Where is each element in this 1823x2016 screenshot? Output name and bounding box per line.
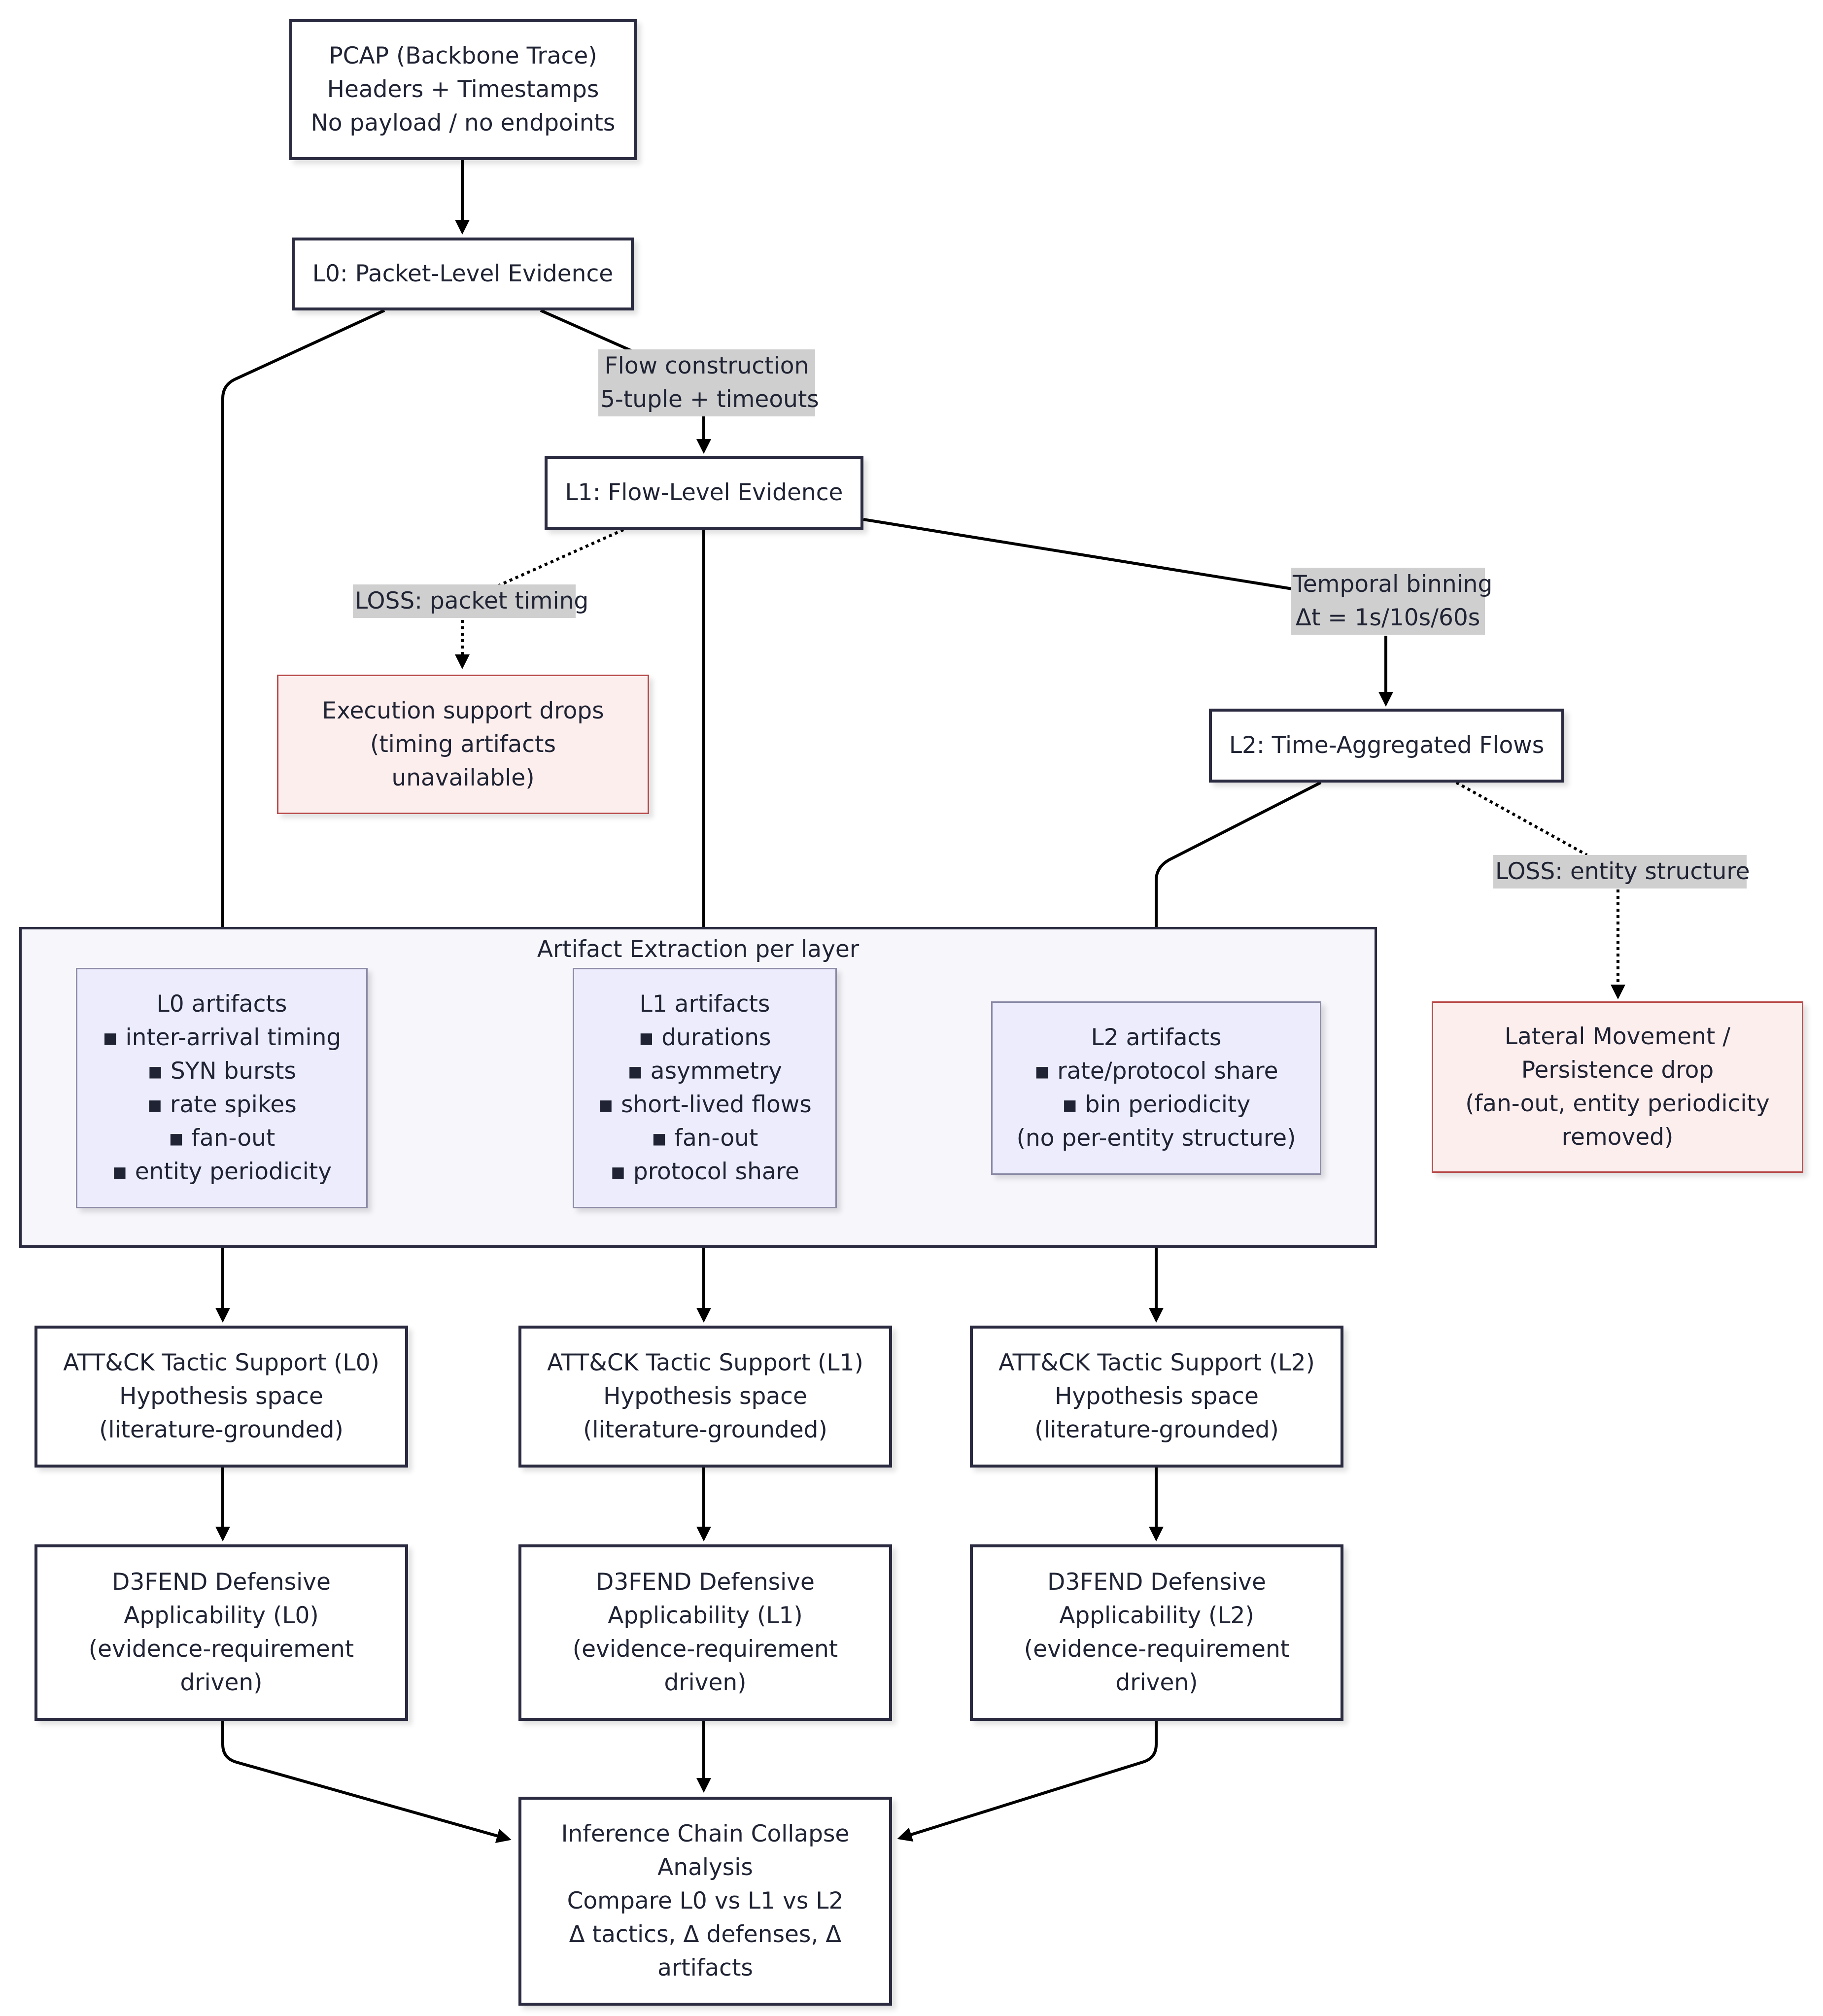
text-line: Temporal binning [1293, 571, 1493, 598]
l0-artifacts-node: L0 artifacts ▪ inter-arrival timing ▪ SYN … [76, 968, 368, 1208]
edge-d3fend-l0-collapse [221, 1721, 512, 1843]
text-line: D3FEND Defensive [596, 1569, 815, 1596]
pcap-node: PCAP (Backbone Trace) Headers + Timestamp… [289, 19, 637, 160]
l1-flow-level-node: L1: Flow-Level Evidence [545, 456, 863, 530]
text-line: ATT&CK Tactic Support (L1) [547, 1349, 863, 1376]
edge-label-flow-construction: Flow construction 5-tuple + timeouts [598, 349, 819, 416]
edge-l2-l2artifacts [1149, 781, 1322, 999]
l2-time-aggregated-node: L2: Time-Aggregated Flows [1209, 709, 1564, 783]
text-line: ▪ durations [638, 1024, 771, 1051]
text-line: (literature-grounded) [99, 1416, 344, 1443]
text-line: (literature-grounded) [583, 1416, 827, 1443]
edge-label-temporal-binning: Temporal binning Δt = 1s/10s/60s [1291, 568, 1493, 635]
text-line: (evidence-requirement [572, 1636, 838, 1663]
text-line: (timing artifacts [370, 730, 556, 758]
text-line: ▪ fan-out [651, 1125, 758, 1152]
text-line: Hypothesis space [119, 1383, 323, 1410]
text-line: driven) [180, 1669, 263, 1696]
text-line: ▪ protocol share [610, 1158, 799, 1185]
text-line: ATT&CK Tactic Support (L0) [63, 1349, 379, 1376]
cluster-title: Artifact Extraction per layer [537, 936, 860, 963]
text-line: (literature-grounded) [1034, 1416, 1279, 1443]
text-line: Applicability (L0) [124, 1602, 319, 1629]
text-line: No payload / no endpoints [310, 109, 616, 137]
text-line: Hypothesis space [603, 1383, 807, 1410]
text-line: 5-tuple + timeouts [600, 386, 819, 413]
text-line: D3FEND Defensive [112, 1569, 331, 1596]
text-line: (evidence-requirement [88, 1636, 354, 1663]
text-line: L2 artifacts [1091, 1024, 1222, 1051]
text-line: Compare L0 vs L1 vs L2 [567, 1887, 844, 1914]
text-line: removed) [1561, 1124, 1674, 1151]
text-line: ▪ short-lived flows [598, 1091, 812, 1118]
text-line: L1 artifacts [639, 991, 770, 1018]
text-line: Applicability (L1) [608, 1602, 803, 1629]
text-line: (no per-entity structure) [1016, 1125, 1296, 1152]
text-line: L2: Time-Aggregated Flows [1229, 732, 1545, 759]
text-line: ▪ rate/protocol share [1034, 1058, 1278, 1085]
text-line: Lateral Movement / [1504, 1023, 1731, 1050]
text-line: ▪ bin periodicity [1062, 1091, 1251, 1118]
text-line: Δt = 1s/10s/60s [1295, 604, 1480, 631]
text-line: Execution support drops [322, 697, 604, 724]
text-line: ▪ asymmetry [627, 1058, 782, 1085]
l0-packet-level-node: L0: Packet-Level Evidence [292, 238, 634, 310]
text-line: Analysis [657, 1854, 753, 1881]
text-line: PCAP (Backbone Trace) [329, 42, 597, 69]
lateral-movement-drop-node: Lateral Movement / Persistence drop (fan-o… [1432, 1001, 1803, 1173]
edge-label-loss-packet-timing: LOSS: packet timing [353, 584, 589, 618]
attck-l2-node: ATT&CK Tactic Support (L2) Hypothesis spa… [970, 1326, 1343, 1468]
edge-l1-exec-drop [498, 528, 624, 587]
text-line: D3FEND Defensive [1047, 1569, 1266, 1596]
text-line: Hypothesis space [1055, 1383, 1259, 1410]
text-line: unavailable) [391, 764, 535, 791]
text-line: ▪ SYN bursts [147, 1058, 296, 1085]
text-line: (evidence-requirement [1024, 1636, 1290, 1663]
edge-l1-l2 [863, 518, 1293, 590]
edge-l0-l0artifacts [215, 309, 385, 966]
text-line: Applicability (L2) [1059, 1602, 1254, 1629]
attck-l1-node: ATT&CK Tactic Support (L1) Hypothesis spa… [518, 1326, 892, 1468]
text-line: L1: Flow-Level Evidence [565, 479, 843, 506]
l1-artifacts-node: L1 artifacts ▪ durations ▪ asymmetry ▪ shor… [573, 968, 837, 1208]
text-line: Persistence drop [1521, 1057, 1714, 1084]
text-line: ▪ inter-arrival timing [102, 1024, 342, 1051]
text-line: artifacts [657, 1954, 753, 1982]
text-line: ATT&CK Tactic Support (L2) [998, 1349, 1315, 1376]
text-line: Inference Chain Collapse [561, 1820, 850, 1847]
execution-drop-node: Execution support drops (timing artifacts… [277, 675, 649, 814]
text-line: L0: Packet-Level Evidence [312, 260, 614, 287]
l2-artifacts-node: L2 artifacts ▪ rate/protocol share ▪ bin p… [991, 1001, 1321, 1175]
text-line: LOSS: entity structure [1495, 858, 1750, 885]
text-line: ▪ entity periodicity [111, 1158, 332, 1185]
edge-label-loss-entity-structure: LOSS: entity structure [1493, 855, 1750, 888]
edge-d3fend-l2-collapse [897, 1721, 1158, 1842]
text-line: Flow construction [604, 352, 809, 379]
text-line: LOSS: packet timing [355, 587, 589, 615]
attck-l0-node: ATT&CK Tactic Support (L0) Hypothesis spa… [34, 1326, 408, 1468]
text-line: Headers + Timestamps [327, 76, 599, 103]
edge-l2-lateral-drop [1455, 781, 1588, 856]
edge-l0-l1 [540, 309, 633, 352]
text-line: ▪ rate spikes [147, 1091, 297, 1118]
text-line: (fan-out, entity periodicity [1465, 1090, 1770, 1117]
text-line: L0 artifacts [156, 991, 287, 1018]
text-line: Δ tactics, Δ defenses, Δ [569, 1921, 842, 1948]
text-line: driven) [1115, 1669, 1198, 1696]
text-line: driven) [664, 1669, 747, 1696]
text-line: ▪ fan-out [168, 1125, 275, 1152]
